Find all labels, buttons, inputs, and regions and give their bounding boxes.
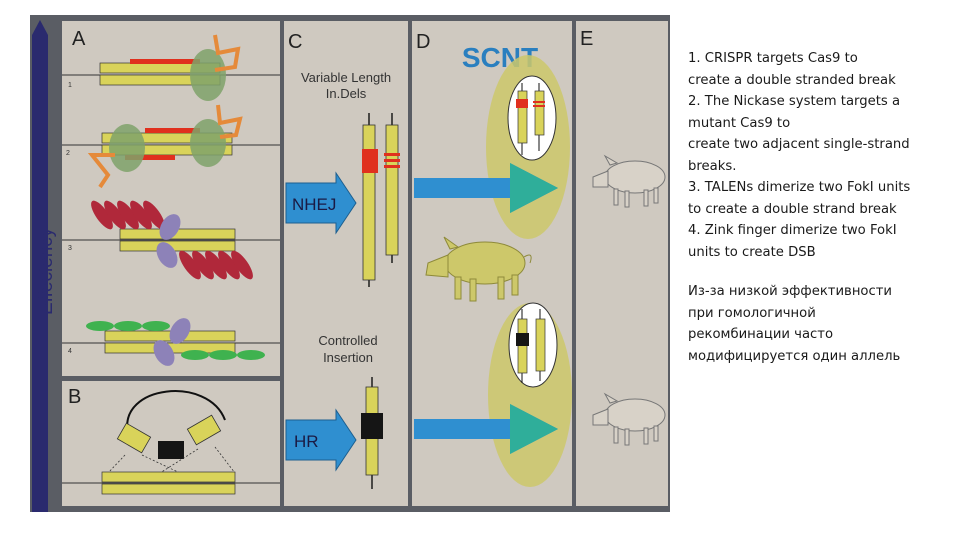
panel-c: C Variable Length In.Dels NHEJ Controlle… xyxy=(284,21,408,506)
explanation-notes: 1. CRISPR targets Cas9 to create a doubl… xyxy=(688,48,950,367)
note-line: create a double stranded break xyxy=(688,72,896,88)
talen-row: 3 xyxy=(62,200,280,280)
zinc-fingers-bottom xyxy=(181,350,265,360)
panel-a: A 1 2 xyxy=(62,21,280,376)
chromosome-right xyxy=(385,124,399,256)
dna-strand-bottom xyxy=(119,240,236,252)
embryo-bottom xyxy=(488,302,572,487)
note-line: 1. CRISPR targets Cas9 to xyxy=(688,51,858,66)
nhej-label: NHEJ xyxy=(292,195,336,214)
donor-pig xyxy=(425,236,532,302)
tale-repeats-top xyxy=(91,200,165,230)
crossover-lines xyxy=(107,446,236,474)
indel-stripes xyxy=(384,153,400,168)
inserted-cassette xyxy=(361,413,383,439)
tale-repeats-bottom xyxy=(179,250,253,280)
efficiency-arrow xyxy=(32,20,48,512)
note-line: 2. The Nickase system targets a xyxy=(688,94,901,109)
russian-note-line: модифицируется один аллель xyxy=(688,348,901,364)
dna-strand-bottom xyxy=(101,483,236,495)
panel-b: B xyxy=(62,381,280,506)
foki-unit-bottom xyxy=(153,340,175,366)
edited-pig-bottom xyxy=(592,392,666,446)
panel-d: D SCNT xyxy=(412,21,572,506)
cas9-protein xyxy=(190,49,226,101)
guide-rna-right xyxy=(216,104,243,139)
embryo-top xyxy=(486,55,570,239)
russian-note-line: Из-за низкой эффективности xyxy=(688,284,893,299)
efficiency-axis-label: Effeciency xyxy=(36,227,57,315)
gene-editing-figure: Effeciency A 1 2 xyxy=(30,15,670,515)
note-line: 4. Zink finger dimerize two FokI xyxy=(688,223,897,238)
dna-strand-top xyxy=(101,471,236,483)
row-number-1: 1 xyxy=(68,82,72,89)
nucleus-top xyxy=(507,75,557,161)
nickase-protein-right xyxy=(190,119,226,167)
guide-rna-left xyxy=(87,153,115,189)
foki-unit-bottom xyxy=(156,242,178,268)
indels-label-line1: Variable Length xyxy=(301,70,391,85)
zinc-finger-row: 4 xyxy=(62,318,280,366)
crispr-row: 1 xyxy=(62,34,280,101)
russian-note-line: при гомологичной xyxy=(688,305,816,321)
note-line: to create a double strand break xyxy=(688,201,897,217)
insertion-label-line2: Insertion xyxy=(323,350,373,365)
note-line: create two adjacent single-strand xyxy=(688,137,910,152)
note-line: mutant Cas9 to xyxy=(688,115,791,131)
hr-label: HR xyxy=(294,432,319,451)
panel-a-letter: A xyxy=(72,28,86,50)
guide-rna-match xyxy=(130,59,200,64)
panel-d-letter: D xyxy=(416,31,430,53)
row-number-4: 4 xyxy=(68,348,72,355)
nickase-protein-left xyxy=(109,124,145,172)
homology-arm-right xyxy=(186,414,222,446)
guide-match-bottom xyxy=(125,155,175,160)
efficiency-axis: Effeciency xyxy=(32,20,57,512)
foki-unit-top xyxy=(159,214,181,240)
panel-e-letter: E xyxy=(580,28,593,50)
row-number-3: 3 xyxy=(68,245,72,252)
insertion-chromosome xyxy=(361,377,383,489)
panel-b-letter: B xyxy=(68,386,81,408)
indel-chromosomes xyxy=(362,113,400,287)
transfer-arrow-top xyxy=(414,163,558,213)
guide-rna xyxy=(213,34,241,72)
row-number-2: 2 xyxy=(66,150,70,157)
panel-c-letter: C xyxy=(288,31,302,53)
note-line: 3. TALENs dimerize two FokI units xyxy=(688,180,911,195)
indels-label-line2: In.Dels xyxy=(326,86,367,101)
indel-mark xyxy=(362,149,378,173)
foki-unit-top xyxy=(169,318,191,344)
homology-arm-left xyxy=(116,422,152,454)
donor-loop xyxy=(126,390,226,434)
edited-pig-top xyxy=(592,154,666,208)
chromosome-left xyxy=(362,124,376,281)
nickase-row: 2 xyxy=(62,104,280,189)
nhej-arrow: NHEJ xyxy=(285,171,357,235)
russian-note-line: рекомбинации часто xyxy=(688,327,834,342)
zinc-fingers-top xyxy=(86,321,170,331)
panel-e: E xyxy=(576,21,668,506)
guide-match-top xyxy=(145,128,200,133)
note-line: units to create DSB xyxy=(688,244,816,260)
transfer-arrow-bottom xyxy=(414,404,558,454)
insertion-label-line1: Controlled xyxy=(318,333,377,348)
insert-cassette xyxy=(158,441,184,459)
note-line: breaks. xyxy=(688,158,737,174)
hr-arrow: HR xyxy=(285,408,357,472)
